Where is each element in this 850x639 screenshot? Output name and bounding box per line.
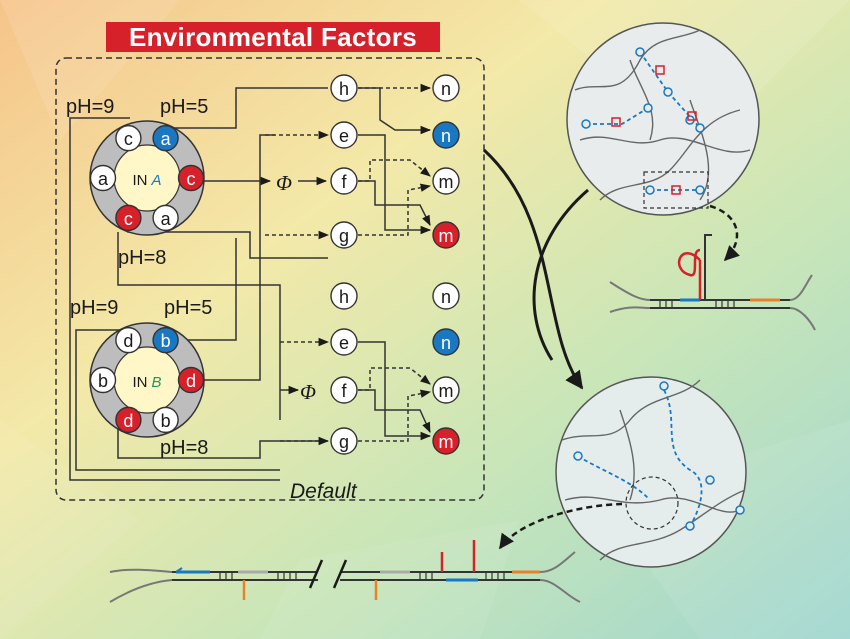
top-right-node-m-2-label: m	[439, 172, 454, 192]
bottom-right-node-n-1-label: n	[441, 333, 451, 353]
module_b-ring-node-5: b	[152, 406, 179, 434]
module_a-ring-node-0: c	[115, 124, 142, 152]
zoom-arrow-top	[709, 204, 740, 262]
bottom-left-node-e-1: e	[330, 328, 358, 356]
bottom-left-node-h-0-label: h	[339, 287, 349, 307]
module_b-ring-node-2-label: b	[98, 371, 108, 391]
phi-symbol-top: Φ	[276, 171, 292, 195]
module-a-ph-left: pH=9	[66, 96, 114, 118]
module_a-ring-node-2-label: a	[98, 169, 109, 189]
environment-box	[55, 57, 485, 501]
top-left-node-g-3-label: g	[339, 226, 349, 246]
top-right-node-m-3: m	[432, 221, 460, 249]
flow-arrows	[482, 148, 589, 390]
module_b-ring-node-3: d	[177, 366, 205, 394]
top-right-node-m-2: m	[432, 167, 460, 195]
dna-strand-bottom	[109, 540, 581, 603]
module_b-ring-node-4-label: d	[123, 411, 133, 431]
top-right-node-n-0: n	[432, 74, 460, 102]
bottom-right-node-m-2-label: m	[439, 381, 454, 401]
module_a-ring-node-4-label: c	[124, 209, 133, 229]
module_a-ring-node-2: a	[89, 164, 117, 192]
module-b-ph-right: pH=5	[164, 297, 212, 319]
bottom-right-node-m-3: m	[432, 427, 460, 455]
top-right-node-n-1-label: n	[441, 126, 451, 146]
top-left-node-h-0-label: h	[339, 79, 349, 99]
bottom-right-node-n-0-label: n	[441, 287, 451, 307]
bottom-section-wires	[280, 337, 432, 446]
module_a-ring-node-1-label: a	[161, 129, 172, 149]
bottom-right-node-m-2: m	[432, 376, 460, 404]
module_a-ring-node-4: c	[115, 204, 142, 232]
bottom-left-node-f-2: f	[330, 376, 358, 404]
top-left-node-f-2-label: f	[341, 172, 347, 192]
environmental-factors-banner: Environmental Factors	[106, 22, 440, 52]
bottom-right-node-n-0: n	[432, 282, 460, 310]
module_b-ring-node-1: b	[152, 326, 179, 354]
module-b-ph-bottom: pH=8	[160, 437, 208, 459]
module-b-ph-left: pH=9	[70, 297, 118, 319]
module_a-ring-node-0-label: c	[124, 129, 133, 149]
module_b-ring-node-2: b	[89, 366, 117, 394]
bottom-right-node-n-1: n	[432, 328, 460, 356]
top-left-node-g-3: g	[330, 221, 358, 249]
bottom-left-node-h-0: h	[330, 282, 358, 310]
dna-strand-top	[609, 234, 816, 331]
bottom-left-node-g-3: g	[330, 427, 358, 455]
module_a-ring-node-5-label: a	[161, 209, 172, 229]
top-left-node-e-1: e	[330, 121, 358, 149]
default-label: Default	[290, 480, 358, 503]
module_a-ring-node-3-label: c	[187, 169, 196, 189]
module_b-ring-node-5-label: b	[161, 411, 171, 431]
module_a-ring-node-5: a	[152, 204, 179, 232]
top-right-node-n-1: n	[432, 121, 460, 149]
module_b-ring-node-0: d	[115, 326, 142, 354]
network-circle-top	[566, 22, 760, 216]
top-right-node-n-0-label: n	[441, 79, 451, 99]
bottom-right-node-m-3-label: m	[439, 432, 454, 452]
top-right-node-m-3-label: m	[439, 226, 454, 246]
zoom-arrow-bottom	[498, 502, 623, 550]
module-a-ph-right: pH=5	[160, 96, 208, 118]
module_b-ring-node-4: d	[115, 406, 142, 434]
module_b-ring-node-1-label: b	[161, 331, 171, 351]
module-a-ph-bottom: pH=8	[118, 247, 166, 269]
top-left-node-e-1-label: e	[339, 126, 349, 146]
module_a-ring-node-1: a	[152, 124, 179, 152]
top-left-node-h-0: h	[330, 74, 358, 102]
bottom-left-node-f-2-label: f	[341, 381, 347, 401]
phi-symbol-bottom: Φ	[300, 380, 316, 404]
module_b-ring-node-0-label: d	[123, 331, 133, 351]
network-circle-bottom	[555, 376, 747, 568]
module_a-ring-node-3: c	[177, 164, 205, 192]
strand-rungs	[219, 300, 735, 580]
module_b-ring-node-3-label: d	[186, 371, 196, 391]
bottom-left-node-g-3-label: g	[339, 432, 349, 452]
top-left-node-f-2: f	[330, 167, 358, 195]
top-section-wires	[265, 83, 432, 240]
bottom-left-node-e-1-label: e	[339, 333, 349, 353]
